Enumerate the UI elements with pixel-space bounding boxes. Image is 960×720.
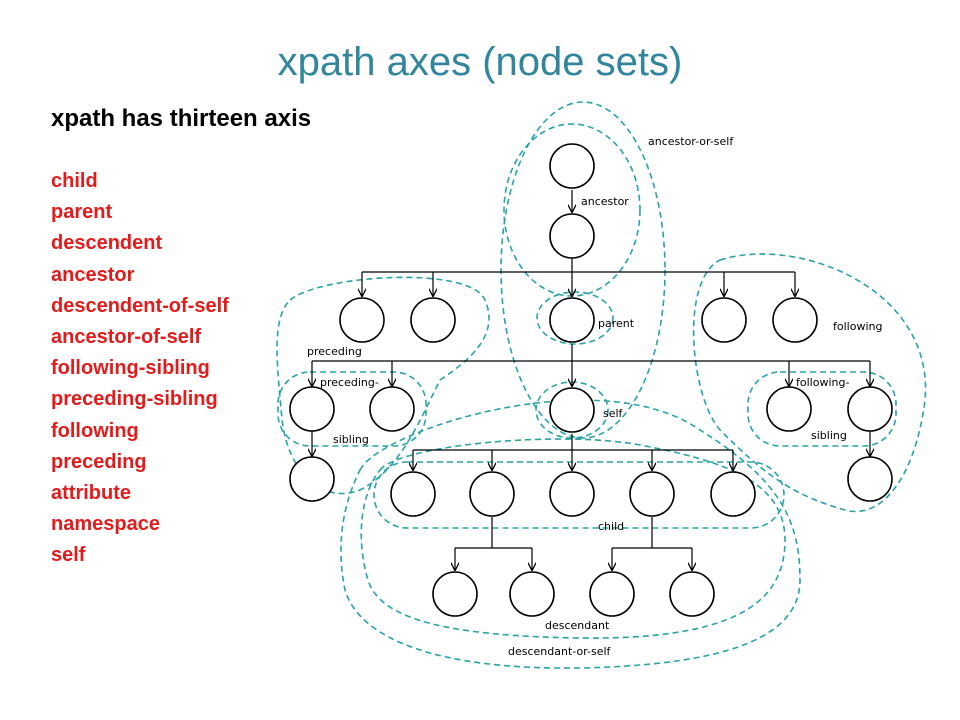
node-level2-1 — [339, 297, 385, 343]
slide-subtitle: xpath has thirteen axis — [51, 105, 312, 132]
axis-item-following: following — [51, 419, 139, 442]
following-region — [692, 253, 927, 513]
node-level2-4 — [701, 297, 747, 343]
node-following-sibling-2 — [847, 386, 893, 432]
label-following-sibling-1: following- — [796, 376, 849, 389]
axis-item-self: self — [51, 544, 86, 567]
label-following: following — [833, 320, 882, 333]
axis-item-descendent: descendent — [51, 232, 163, 255]
following-sibling-region — [747, 371, 897, 447]
tree-edges — [312, 190, 870, 570]
axis-item-ancestor: ancestor — [51, 263, 135, 286]
node-preceding-sibling-2 — [369, 386, 415, 432]
axis-item-ancestor-of-self: ancestor-of-self — [51, 325, 202, 348]
label-child: child — [598, 520, 624, 533]
node-grandchild-2 — [509, 571, 555, 617]
node-parent — [549, 297, 595, 343]
label-ancestor: ancestor — [581, 195, 629, 208]
axis-item-namespace: namespace — [51, 513, 160, 536]
node-child-4 — [629, 471, 675, 517]
slide-title: xpath axes (node sets) — [277, 40, 683, 84]
label-ancestor-or-self: ancestor-or-self — [648, 135, 734, 148]
node-grandchild-1 — [432, 571, 478, 617]
node-following-child — [847, 456, 893, 502]
axis-item-attribute: attribute — [51, 481, 131, 504]
axis-item-child: child — [51, 170, 98, 192]
node-level2-5 — [772, 297, 818, 343]
axis-item-preceding-sibling: preceding-sibling — [51, 388, 218, 411]
label-descendant-or-self: descendant-or-self — [508, 645, 612, 658]
axis-item-following-sibling: following-sibling — [51, 357, 210, 380]
node-preceding-child — [289, 456, 335, 502]
node-following-sibling-1 — [766, 386, 812, 432]
label-preceding-sibling-1: preceding- — [320, 376, 379, 389]
label-parent: parent — [598, 317, 635, 330]
node-child-5 — [710, 471, 756, 517]
node-level2-2 — [410, 297, 456, 343]
node-child-1 — [390, 471, 436, 517]
label-preceding-sibling-2: sibling — [333, 433, 369, 446]
tree-nodes — [289, 143, 893, 617]
axis-item-descendent-of-self: descendent-of-self — [51, 294, 229, 317]
node-child-2 — [469, 471, 515, 517]
region-labels: ancestor-or-self ancestor parent self fo… — [307, 135, 882, 658]
node-grandparent — [549, 213, 595, 259]
descendant-region — [360, 438, 786, 639]
axis-item-parent: parent — [51, 201, 113, 224]
label-following-sibling-2: sibling — [811, 429, 847, 442]
preceding-sibling-region — [277, 371, 427, 447]
preceding-region — [276, 276, 490, 495]
child-region — [373, 461, 785, 529]
label-descendant: descendant — [545, 619, 610, 632]
label-preceding: preceding — [307, 345, 362, 358]
node-preceding-sibling-1 — [289, 386, 335, 432]
node-grandchild-3 — [589, 571, 635, 617]
node-self — [549, 387, 595, 433]
node-grandchild-4 — [669, 571, 715, 617]
node-child-3 — [549, 471, 595, 517]
axis-list: child parent descendent ancestor descend… — [51, 166, 229, 571]
node-root — [549, 143, 595, 189]
ancestor-or-self-region — [500, 101, 666, 439]
axis-item-preceding: preceding — [51, 450, 147, 473]
label-self: self — [603, 407, 624, 420]
